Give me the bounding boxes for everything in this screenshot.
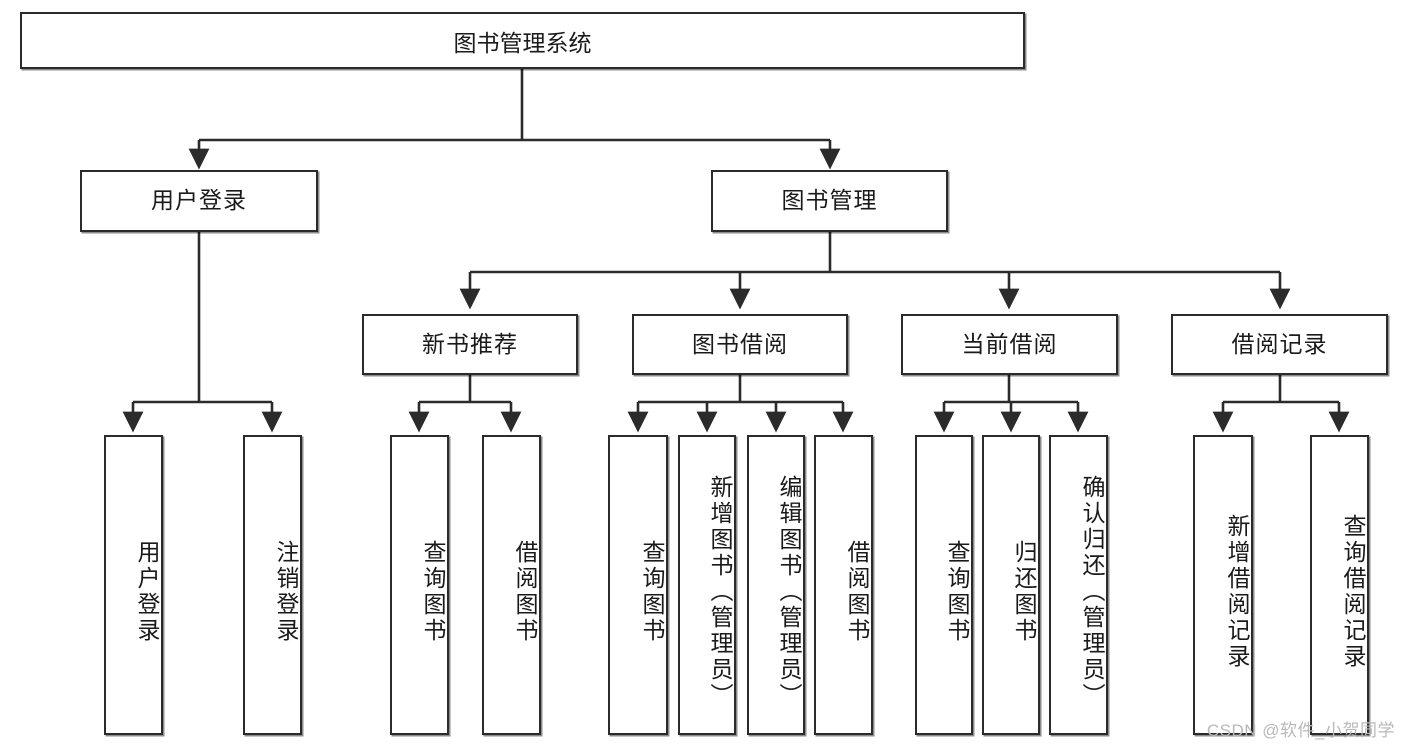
node-root[interactable]: 图书管理系统 — [20, 12, 1025, 69]
leaf-add-book[interactable]: 新增图书（管理员） — [678, 435, 736, 735]
leaf-edit-book[interactable]: 编辑图书（管理员） — [747, 435, 805, 735]
leaf-query-book-2[interactable]: 查询图书 — [608, 435, 668, 735]
node-borrow-record[interactable]: 借阅记录 — [1171, 314, 1388, 375]
leaf-return-book[interactable]: 归还图书 — [982, 435, 1040, 735]
leaf-user-login[interactable]: 用户登录 — [104, 435, 163, 735]
csdn-watermark: CSDN @软件_小贺同学 — [1206, 721, 1395, 740]
leaf-add-record[interactable]: 新增借阅记录 — [1193, 435, 1253, 735]
leaf-borrow-book-2[interactable]: 借阅图书 — [814, 435, 873, 735]
node-user-login[interactable]: 用户登录 — [80, 170, 318, 232]
leaf-borrow-book-1[interactable]: 借阅图书 — [482, 435, 541, 735]
leaf-query-book-3[interactable]: 查询图书 — [915, 435, 973, 735]
node-new-book-recommend[interactable]: 新书推荐 — [362, 314, 578, 375]
leaf-query-book-1[interactable]: 查询图书 — [390, 435, 449, 735]
node-current-borrow[interactable]: 当前借阅 — [901, 314, 1118, 375]
node-book-management[interactable]: 图书管理 — [711, 170, 948, 232]
node-book-borrow[interactable]: 图书借阅 — [632, 314, 848, 375]
leaf-confirm-return[interactable]: 确认归还（管理员） — [1049, 435, 1108, 735]
leaf-query-record[interactable]: 查询借阅记录 — [1310, 435, 1369, 735]
leaf-logout[interactable]: 注销登录 — [243, 435, 302, 735]
